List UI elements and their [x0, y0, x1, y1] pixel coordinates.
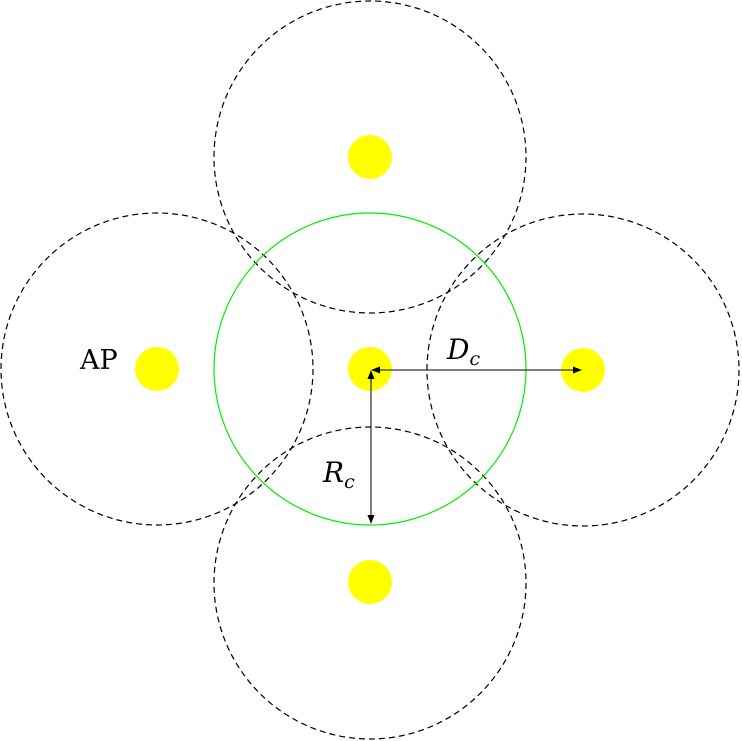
ap-dot-left — [135, 347, 179, 391]
top-coverage-circle — [213, 0, 527, 314]
dc-label: Dc — [446, 333, 480, 370]
rc-label: Rc — [322, 456, 355, 493]
right-coverage-circle — [426, 213, 740, 527]
ap-dot-bottom — [348, 560, 392, 604]
ap-dot-top — [348, 135, 392, 179]
ap-dot-center — [348, 347, 392, 391]
ap-label: AP — [79, 345, 118, 376]
left-coverage-circle — [0, 212, 314, 526]
ap-dot-right — [561, 348, 605, 392]
